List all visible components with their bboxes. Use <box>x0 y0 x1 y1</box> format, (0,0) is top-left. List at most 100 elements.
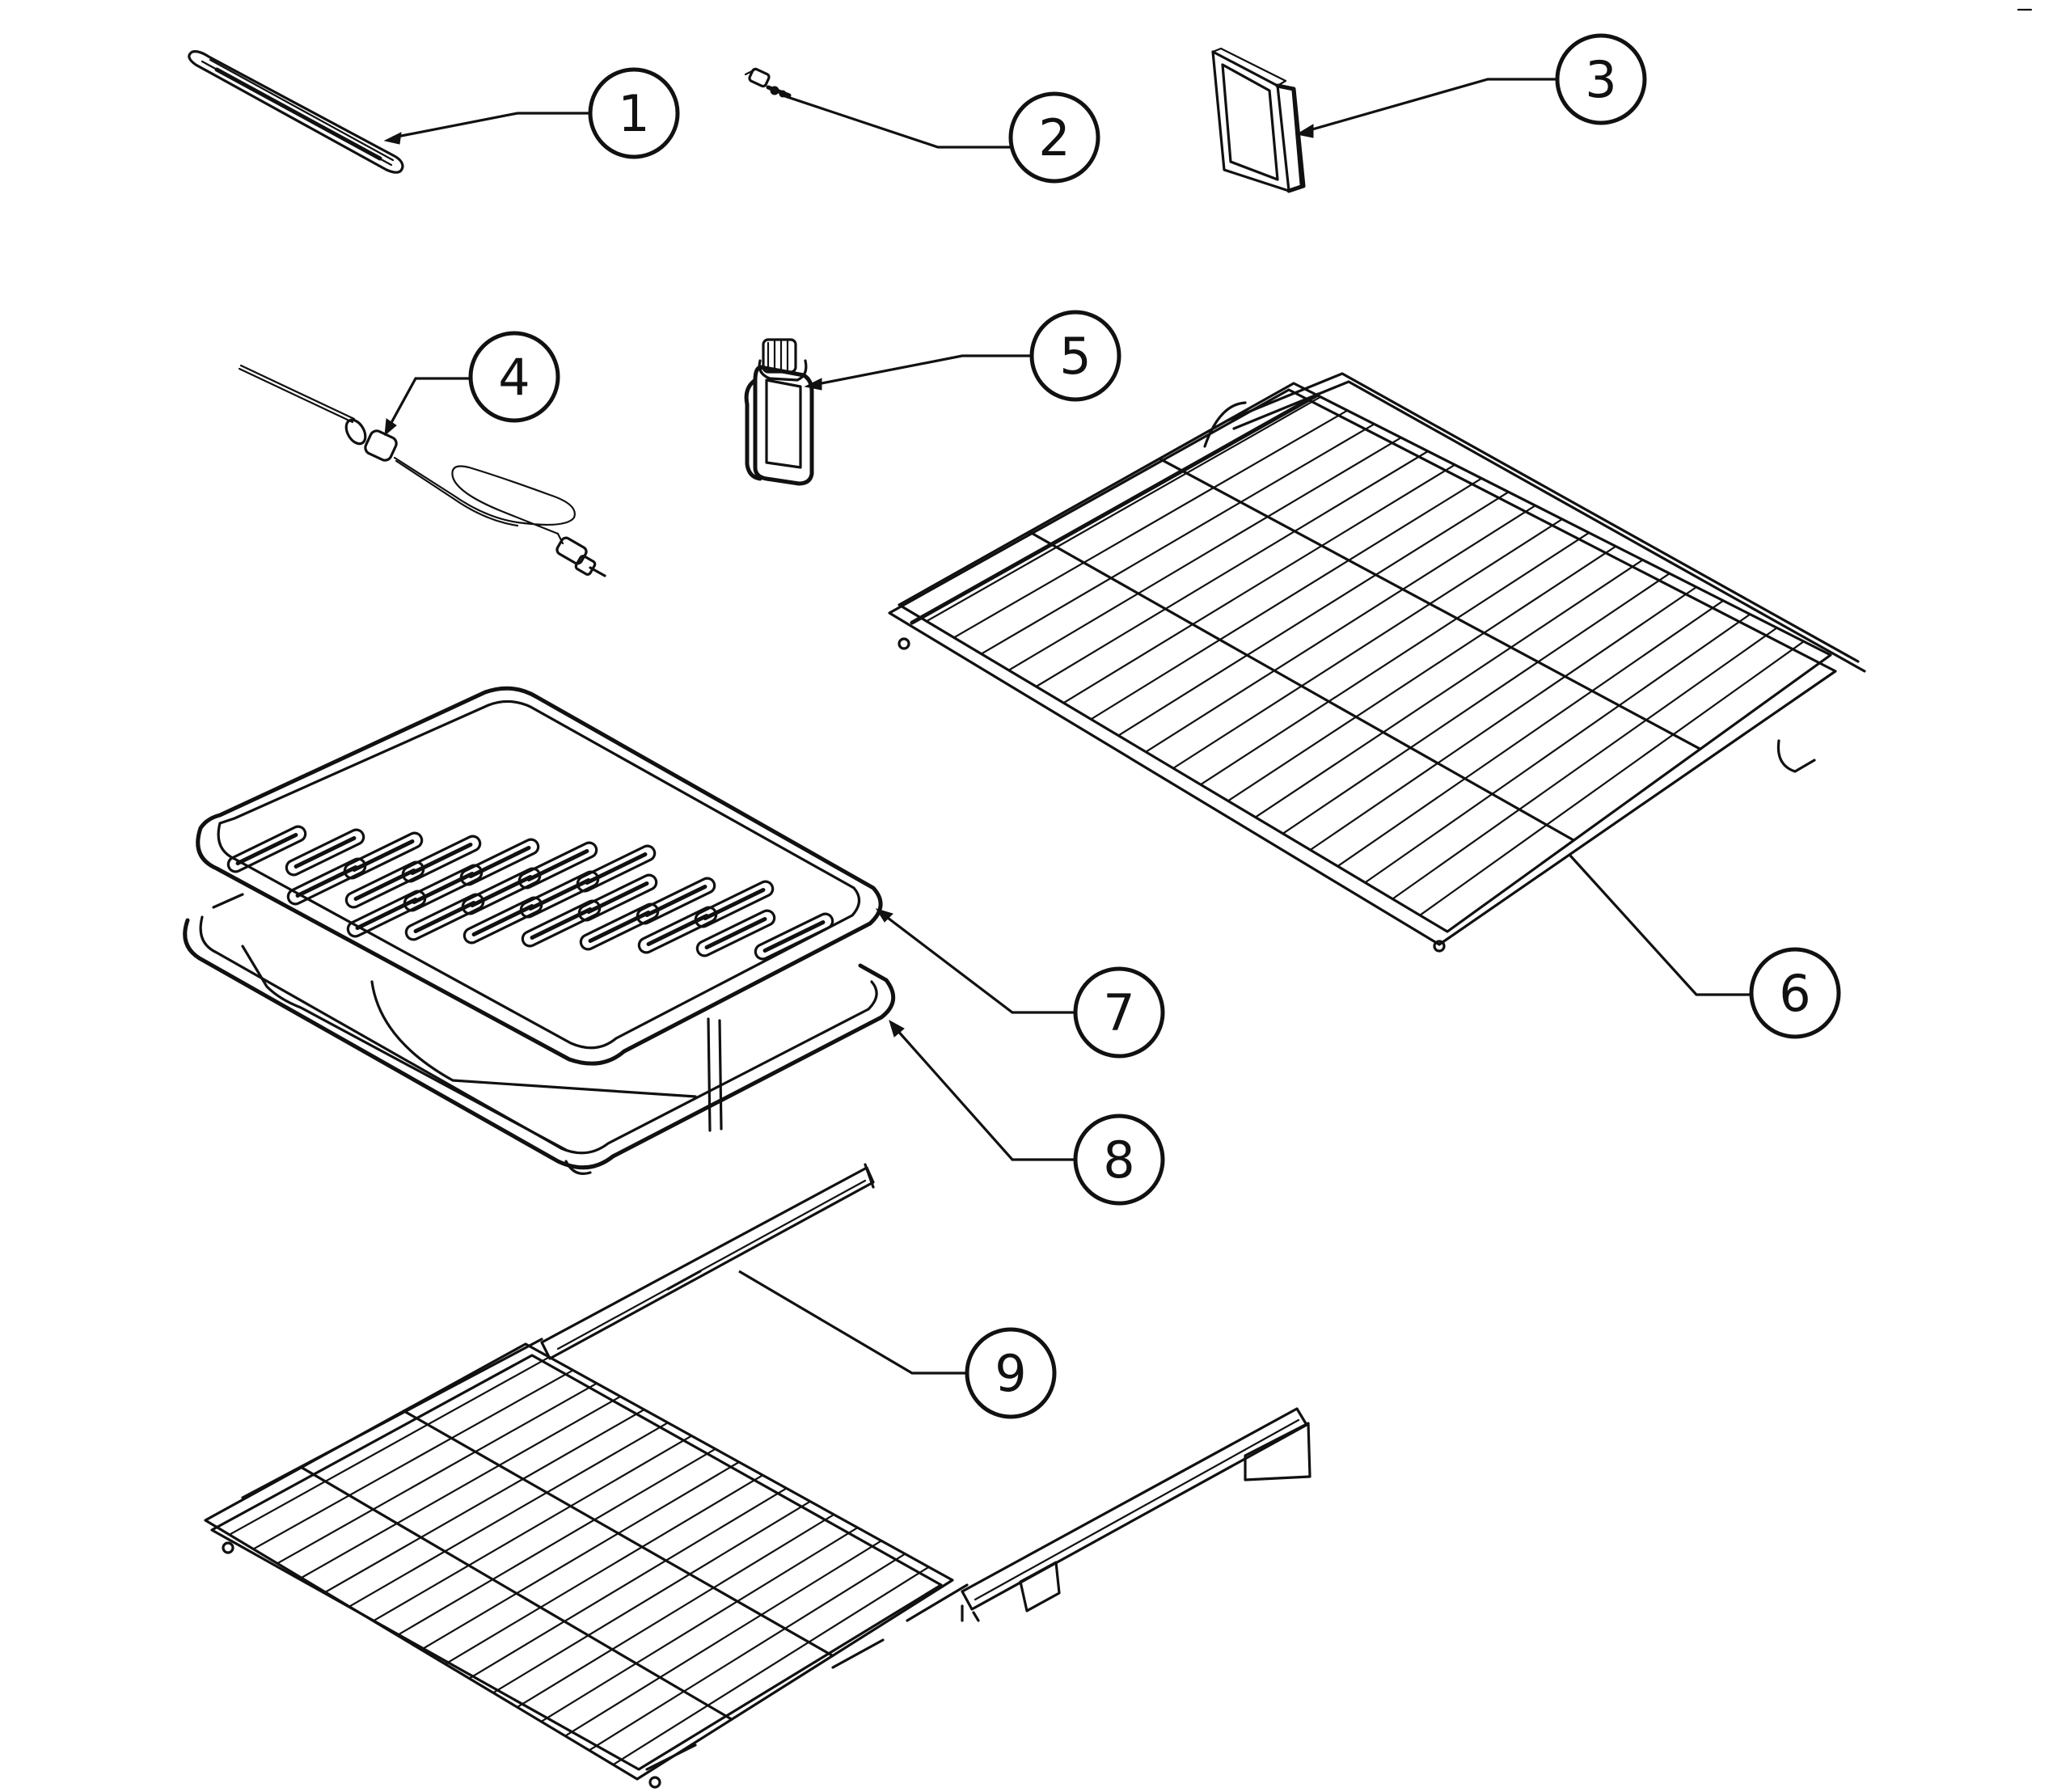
grid-slot <box>226 825 307 873</box>
rack-wire <box>1309 585 1698 852</box>
part-7-broiler-grid <box>196 686 883 1066</box>
grid-slot <box>695 909 776 957</box>
grid-slot-shading <box>588 910 651 944</box>
part-5-bottle <box>744 338 814 486</box>
rack-wire <box>444 1474 764 1665</box>
callout-3-label: 3 <box>1585 50 1616 109</box>
grid-slot <box>754 912 834 961</box>
rack-wire <box>1337 599 1725 868</box>
rack-wire <box>564 1540 883 1737</box>
leader-5 <box>813 354 1035 387</box>
grid-slot-shading <box>410 842 473 876</box>
rack-wire <box>1392 627 1778 900</box>
part-4-meat-probe <box>238 364 606 577</box>
grid-slot-shading <box>471 903 534 937</box>
rack-wire <box>1172 518 1564 770</box>
grid-slot-shading <box>703 887 766 921</box>
grid-slot-shading <box>646 913 709 947</box>
part-6-rack-wires <box>925 395 1805 916</box>
grid-slot-shading <box>644 884 707 918</box>
leader-4 <box>386 377 474 429</box>
rack-wire <box>348 1422 669 1608</box>
grid-slot <box>521 899 602 948</box>
callout-2: 2 <box>1008 91 1100 184</box>
part-3-lamp-lens <box>1211 47 1306 193</box>
rack-support-bar <box>1028 530 1576 842</box>
callout-5: 5 <box>1029 310 1121 402</box>
grid-slot-shading <box>353 868 416 902</box>
rack-wire <box>492 1500 812 1694</box>
leader-7 <box>884 914 1079 1014</box>
grid-slot-shading <box>468 845 531 879</box>
leader-9 <box>738 1270 974 1375</box>
callout-5-label: 5 <box>1059 327 1091 386</box>
rack-wire <box>588 1553 906 1752</box>
rack-wire <box>1254 559 1644 818</box>
grid-slot <box>286 857 367 906</box>
grid-slot <box>637 906 718 954</box>
grid-slot-shading <box>526 848 589 882</box>
callout-6-label: 6 <box>1779 964 1810 1023</box>
rack-wire <box>1062 463 1456 704</box>
rack-wire <box>324 1409 645 1593</box>
callout-8: 8 <box>1073 1114 1165 1206</box>
rack-wire <box>1090 477 1483 721</box>
rack-wire <box>925 395 1322 623</box>
rack-support-bar <box>300 1465 733 1721</box>
rack-support-bar <box>402 1410 834 1658</box>
part-8-broiler-pan <box>183 893 896 1175</box>
rack-wire <box>952 409 1349 639</box>
grid-slot <box>346 890 427 938</box>
grid-slot-shading <box>355 897 418 931</box>
part-7-grid-slots <box>226 825 834 961</box>
rack-wire <box>252 1369 574 1550</box>
leader-6 <box>1569 854 1753 996</box>
callout-6: 6 <box>1749 947 1841 1039</box>
callout-7: 7 <box>1073 966 1165 1059</box>
rack-wire <box>1007 437 1402 671</box>
leader-2 <box>782 94 1012 149</box>
rack-wire <box>396 1448 716 1637</box>
callout-2-label: 2 <box>1038 108 1070 167</box>
rack-wire <box>1035 450 1430 688</box>
rack-wire <box>1144 505 1536 753</box>
grid-slot-shading <box>352 839 415 873</box>
grid-slot <box>285 828 365 877</box>
grid-slot <box>344 860 425 909</box>
rack-wire <box>1364 613 1751 884</box>
grid-slot <box>404 893 485 941</box>
part-9-extension-rack <box>204 1163 1311 1789</box>
grid-slot-shading <box>413 900 476 934</box>
part-6-oven-rack <box>888 372 1866 953</box>
grid-slot-shading <box>704 916 767 950</box>
rack-wire <box>228 1356 551 1536</box>
rack-support-bar <box>1158 457 1702 750</box>
callout-3: 3 <box>1555 33 1647 125</box>
leader-lines <box>383 78 1753 1375</box>
callout-4-label: 4 <box>498 348 530 407</box>
rack-wire <box>516 1513 835 1709</box>
grid-slot-shading <box>528 877 591 911</box>
grid-slot-shading <box>295 864 358 898</box>
grid-slot-shading <box>235 832 298 866</box>
part-1-handle <box>188 50 404 174</box>
grid-slot-shading <box>585 852 648 885</box>
rack-wire <box>1418 640 1805 916</box>
part-9-rack-wires <box>228 1356 930 1766</box>
rack-wire <box>1227 545 1617 802</box>
callout-8-label: 8 <box>1103 1131 1134 1190</box>
callout-9: 9 <box>965 1327 1057 1419</box>
grid-slot-shading <box>412 871 475 905</box>
callout-1-label: 1 <box>618 84 649 143</box>
grid-slot-shading <box>294 835 357 869</box>
rack-wire <box>540 1527 859 1722</box>
part-2-connector <box>744 67 792 98</box>
grid-slot <box>579 902 660 951</box>
callout-1: 1 <box>588 67 680 159</box>
rack-wire <box>1199 531 1590 786</box>
rack-wire <box>276 1382 598 1565</box>
grid-slot-shading <box>762 919 826 953</box>
rack-wire <box>300 1395 622 1579</box>
leader-1 <box>392 112 590 139</box>
